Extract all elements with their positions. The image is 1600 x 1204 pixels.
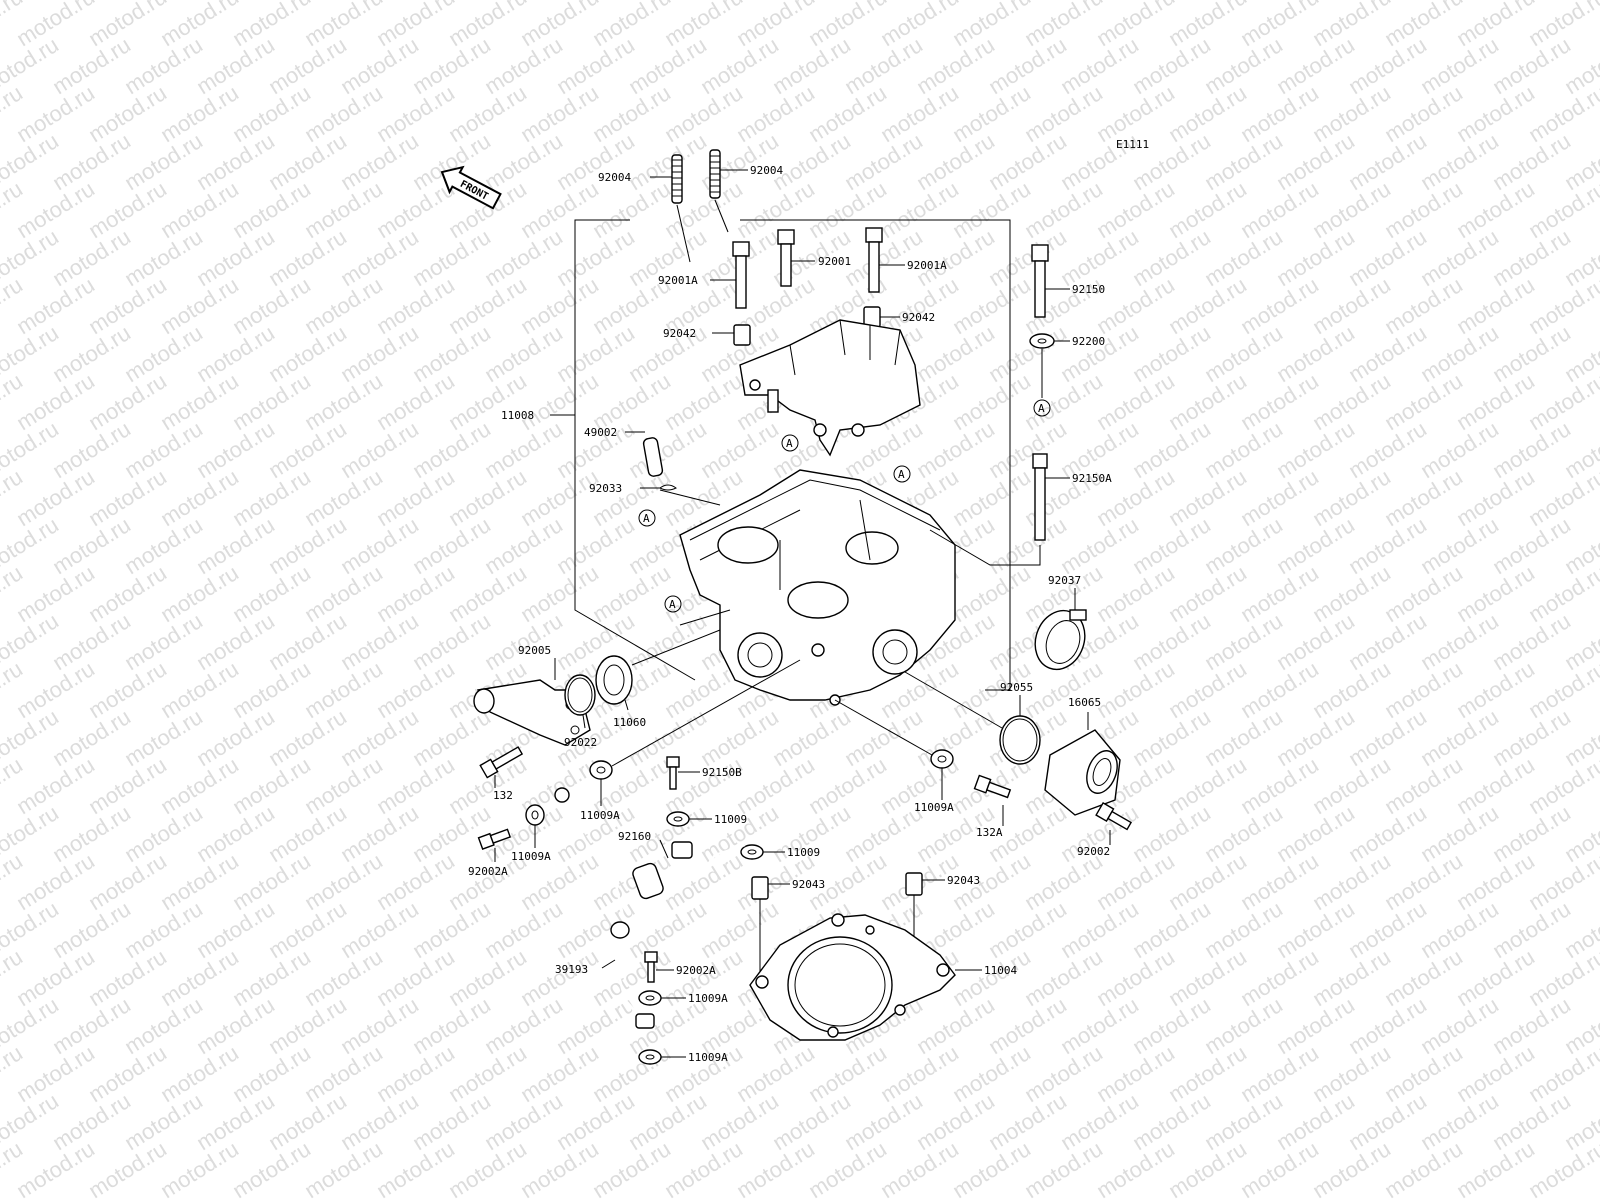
ref-marker-a-1: A xyxy=(781,434,799,452)
label-92043-left: 92043 xyxy=(792,878,825,891)
label-11009A-d: 11009A xyxy=(688,992,728,1005)
label-92005: 92005 xyxy=(518,644,551,657)
label-132A: 132A xyxy=(976,826,1003,839)
label-11004: 11004 xyxy=(984,964,1017,977)
washer-11009-a xyxy=(666,811,690,827)
label-92055: 92055 xyxy=(1000,681,1033,694)
ref-marker-a-2: A xyxy=(893,465,911,483)
diagram-code: E1111 xyxy=(1116,138,1149,151)
label-16065: 16065 xyxy=(1068,696,1101,709)
label-92002A-b: 92002A xyxy=(676,964,716,977)
water-outlet-92005 xyxy=(473,679,591,746)
dowel-92043-right xyxy=(905,872,923,896)
washer-11009A-d xyxy=(638,990,662,1006)
label-92001A-right: 92001A xyxy=(907,259,947,272)
label-92042-right: 92042 xyxy=(902,311,935,324)
dowel-92043-left xyxy=(751,876,769,900)
label-92002A-a: 92002A xyxy=(468,865,508,878)
svg-text:A: A xyxy=(1038,402,1045,415)
head-assembly-bracket xyxy=(550,219,1011,691)
label-92150B: 92150B xyxy=(702,766,742,779)
label-11009A-b: 11009A xyxy=(914,801,954,814)
carburetor-holder-16065 xyxy=(1044,729,1121,816)
ref-marker-a-right: A xyxy=(1033,399,1051,417)
cap-11060 xyxy=(595,655,633,705)
bolt-92001 xyxy=(777,229,795,287)
label-11009A-c: 11009A xyxy=(511,850,551,863)
camshaft-holder xyxy=(739,319,921,457)
oil-pipe-39193 xyxy=(554,787,746,1029)
stud-92004-right xyxy=(709,149,721,199)
svg-text:A: A xyxy=(786,437,793,450)
bolt-132A xyxy=(973,774,1012,799)
label-11009A-a: 11009A xyxy=(580,809,620,822)
clamp-92037 xyxy=(1034,609,1087,671)
bolt-92150 xyxy=(1031,244,1049,318)
dowel-92042-left xyxy=(733,324,751,346)
label-11009-a: 11009 xyxy=(714,813,747,826)
label-92004-b: 92004 xyxy=(750,164,783,177)
washer-11009A-e xyxy=(638,1049,662,1065)
label-92043-right: 92043 xyxy=(947,874,980,887)
label-39193: 39193 xyxy=(555,963,588,976)
clip-92033 xyxy=(659,484,677,491)
svg-text:A: A xyxy=(643,512,650,525)
label-92150A: 92150A xyxy=(1072,472,1112,485)
bolt-92001A-right xyxy=(865,227,883,293)
label-92150: 92150 xyxy=(1072,283,1105,296)
bolt-132 xyxy=(479,746,524,779)
bolt-92002 xyxy=(1095,801,1133,831)
label-92042-left: 92042 xyxy=(663,327,696,340)
bolt-92150A xyxy=(1032,453,1048,541)
bolt-92002A-b xyxy=(644,951,658,983)
label-92002: 92002 xyxy=(1077,845,1110,858)
sleeve-49002 xyxy=(642,437,664,477)
label-132: 132 xyxy=(493,789,513,802)
label-11008: 11008 xyxy=(501,409,534,422)
label-92001: 92001 xyxy=(818,255,851,268)
label-11009A-e: 11009A xyxy=(688,1051,728,1064)
washer-11009A-c xyxy=(525,804,545,826)
front-arrow-icon: FRONT xyxy=(440,165,502,210)
bolt-92150B xyxy=(666,756,680,790)
bolt-92002A-a xyxy=(477,828,512,850)
label-49002: 49002 xyxy=(584,426,617,439)
label-92001A-left: 92001A xyxy=(658,274,698,287)
svg-text:A: A xyxy=(898,468,905,481)
washer-92200 xyxy=(1029,333,1055,349)
label-92004-a: 92004 xyxy=(598,171,631,184)
ref-marker-a-4: A xyxy=(664,595,682,613)
label-92022: 92022 xyxy=(564,736,597,749)
washer-11009A-a xyxy=(589,760,613,780)
head-gasket-11004 xyxy=(749,913,956,1041)
stud-92004-left xyxy=(671,154,683,204)
label-92037: 92037 xyxy=(1048,574,1081,587)
o-ring-92055 xyxy=(999,715,1041,765)
washer-11009-b xyxy=(740,844,764,860)
svg-text:A: A xyxy=(669,598,676,611)
label-92160: 92160 xyxy=(618,830,651,843)
label-92033: 92033 xyxy=(589,482,622,495)
part-labels: 92004 92004 92001A 92001 92001A 92150 92… xyxy=(468,164,1112,1064)
label-11009-b: 11009 xyxy=(787,846,820,859)
cylinder-head xyxy=(679,469,956,706)
damper-92160 xyxy=(632,862,664,900)
ref-marker-a-3: A xyxy=(638,509,656,527)
label-11060: 11060 xyxy=(613,716,646,729)
bolt-92001A-left xyxy=(732,241,750,309)
label-92200: 92200 xyxy=(1072,335,1105,348)
washer-11009A-b xyxy=(930,749,954,769)
o-ring-92022 xyxy=(564,674,596,716)
